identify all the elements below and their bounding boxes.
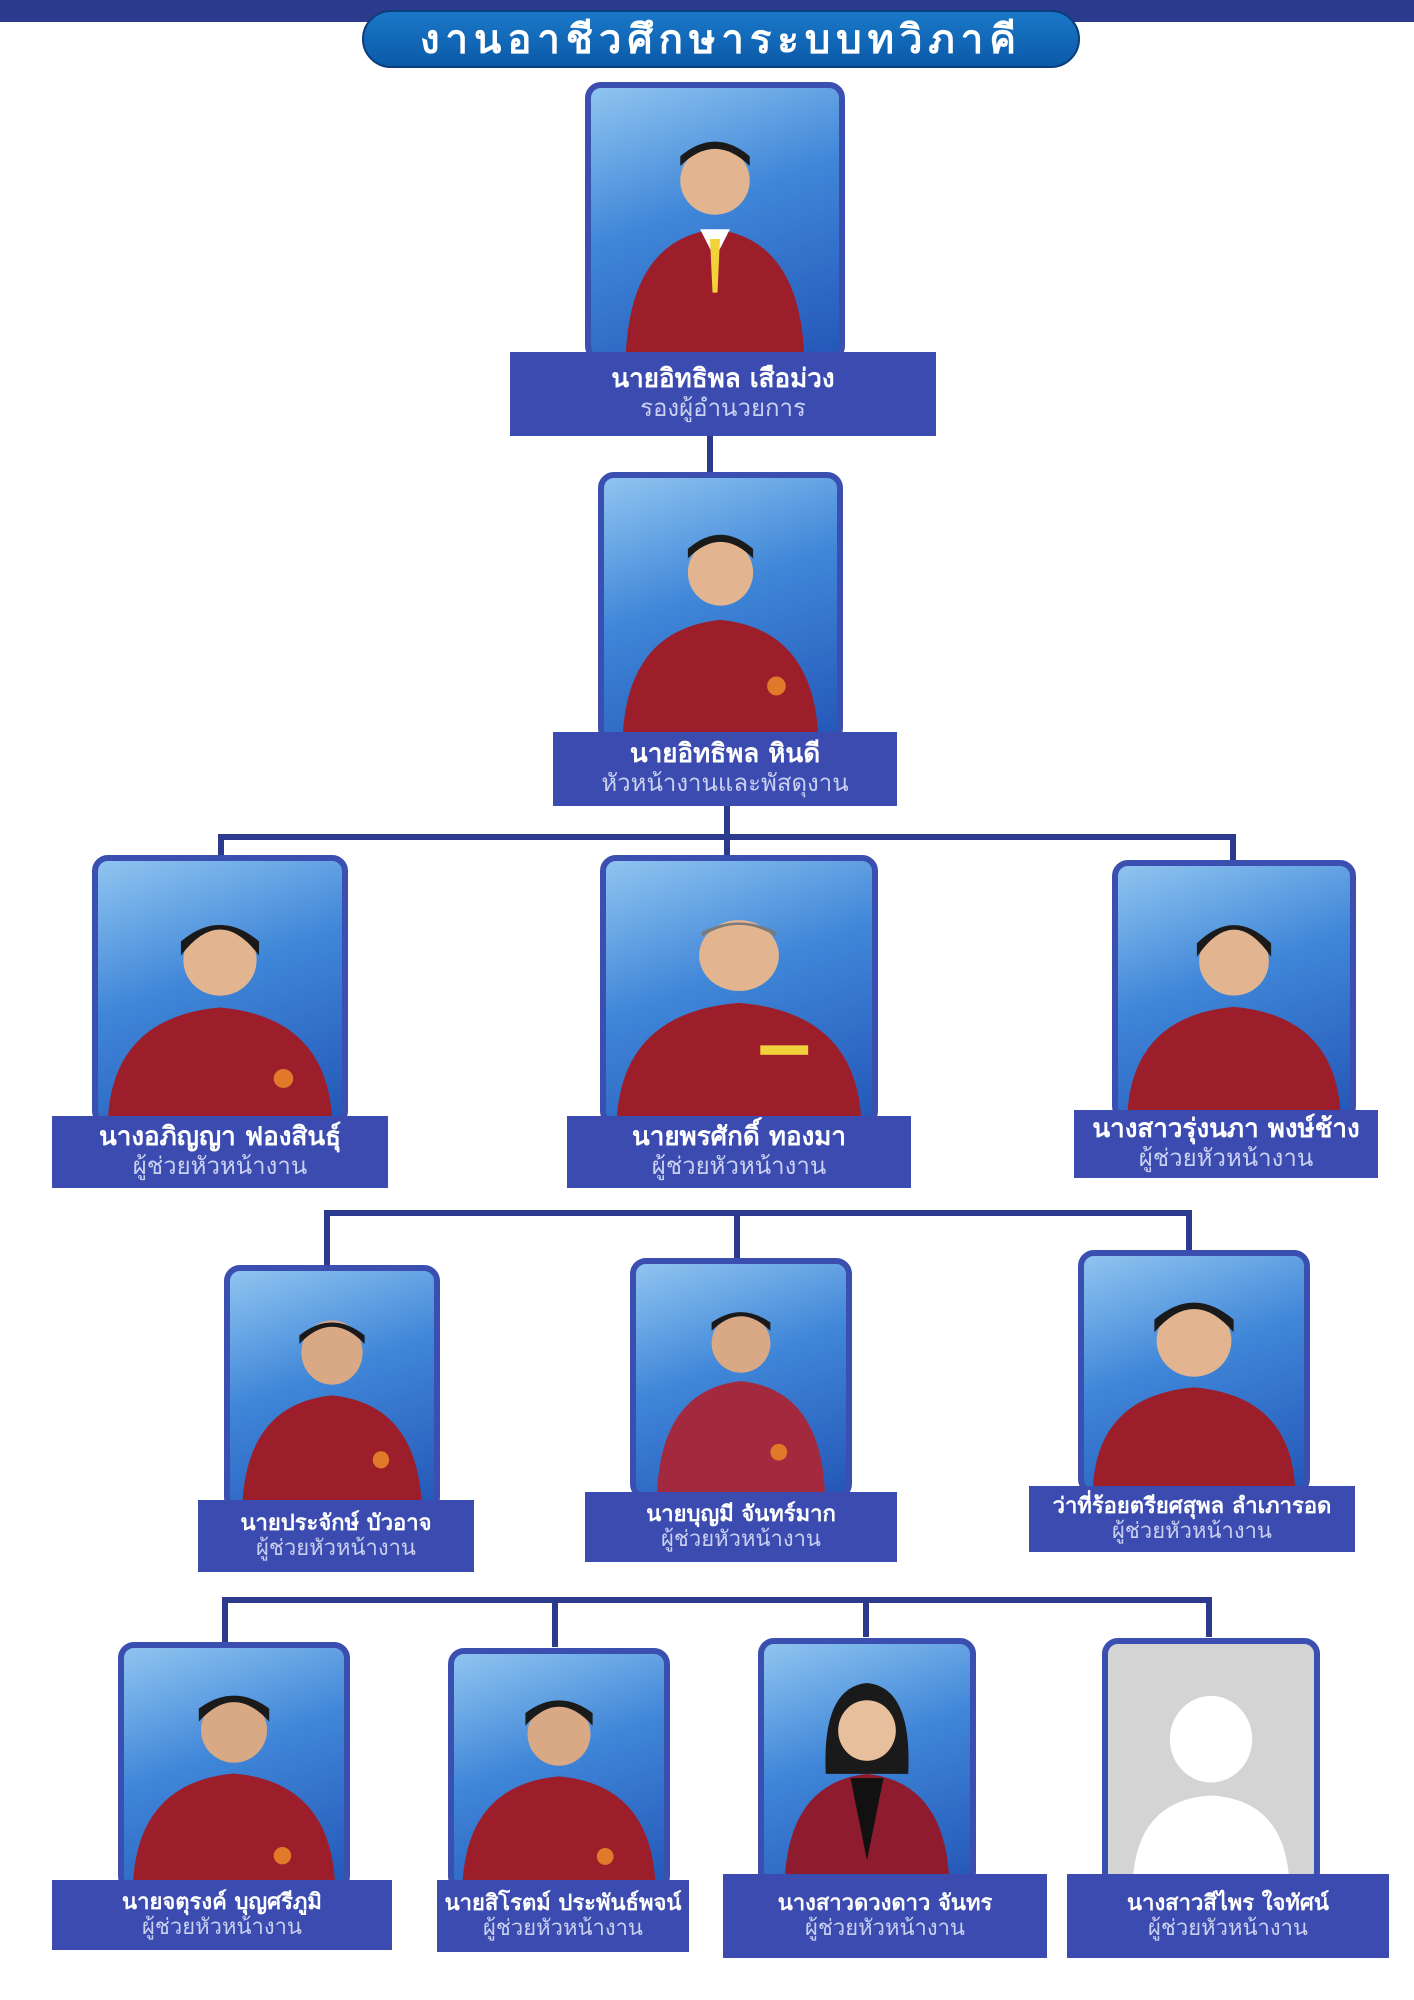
person-name: นายบุญมี จันทร์มาก <box>646 1501 836 1527</box>
name-card: นายพรศักดิ์ ทองมา ผู้ช่วยหัวหน้างาน <box>567 1116 911 1188</box>
connector-line <box>1230 834 1236 864</box>
connector-line <box>724 834 730 856</box>
person-name: นายพรศักดิ์ ทองมา <box>631 1122 847 1153</box>
person-name: นายจตุรงค์ บุญศรีภูมิ <box>122 1889 322 1915</box>
connector-line <box>863 1597 869 1637</box>
person-role: หัวหน้างานและพัสดุงาน <box>601 769 849 798</box>
person-photo <box>448 1648 670 1892</box>
person-photo <box>758 1638 976 1888</box>
connector-line <box>552 1597 558 1647</box>
person-role: ผู้ช่วยหัวหน้างาน <box>142 1915 302 1940</box>
name-card: นายอิทธิพล เสือม่วง รองผู้อำนวยการ <box>510 352 936 436</box>
connector-line <box>218 834 224 856</box>
person-photo <box>1112 860 1356 1122</box>
person-photo <box>1078 1250 1310 1495</box>
person-name: นางสาวสีไพร ใจทัศน์ <box>1127 1890 1329 1916</box>
person-photo <box>92 855 348 1127</box>
name-card: นางสาวสีไพร ใจทัศน์ ผู้ช่วยหัวหน้างาน <box>1067 1874 1389 1958</box>
person-name: นางสาวดวงดาว จันทร <box>777 1890 993 1916</box>
person-photo <box>598 472 843 744</box>
person-role: ผู้ช่วยหัวหน้างาน <box>1138 1144 1314 1173</box>
person-name: นายอิทธิพล เสือม่วง <box>611 364 835 395</box>
person-role: ผู้ช่วยหัวหน้างาน <box>661 1527 821 1552</box>
name-card: นายประจักษ์ บัวอาจ ผู้ช่วยหัวหน้างาน <box>198 1500 474 1572</box>
person-name: ว่าที่ร้อยตรียศสุพล ลำเภารอด <box>1052 1493 1332 1519</box>
person-photo <box>600 855 878 1127</box>
person-photo <box>630 1258 852 1500</box>
name-card: นางสาวดวงดาว จันทร ผู้ช่วยหัวหน้างาน <box>723 1874 1047 1958</box>
person-role: ผู้ช่วยหัวหน้างาน <box>805 1916 965 1941</box>
person-role: ผู้ช่วยหัวหน้างาน <box>1112 1519 1272 1544</box>
person-name: นายสิโรตม์ ประพันธ์พจน์ <box>444 1890 682 1916</box>
connector-line <box>222 1597 228 1642</box>
name-card: นางสาวรุ่งนภา พงษ์ช้าง ผู้ช่วยหัวหน้างาน <box>1074 1110 1378 1178</box>
connector-line <box>734 1210 740 1260</box>
person-name: นางสาวรุ่งนภา พงษ์ช้าง <box>1092 1114 1360 1145</box>
connector-line <box>324 1210 330 1265</box>
name-card: นายบุญมี จันทร์มาก ผู้ช่วยหัวหน้างาน <box>585 1492 897 1562</box>
name-card: นายอิทธิพล หินดี หัวหน้างานและพัสดุงาน <box>553 732 897 806</box>
person-role: รองผู้อำนวยการ <box>640 394 806 423</box>
person-name: นายอิทธิพล หินดี <box>629 739 821 770</box>
name-card: นายจตุรงค์ บุญศรีภูมิ ผู้ช่วยหัวหน้างาน <box>52 1880 392 1950</box>
avatar-placeholder <box>1102 1638 1320 1888</box>
person-photo <box>118 1642 350 1892</box>
name-card: นางอภิญญา ฟองสินธุ์ ผู้ช่วยหัวหน้างาน <box>52 1116 388 1188</box>
connector-line <box>724 804 730 834</box>
person-name: นายประจักษ์ บัวอาจ <box>240 1510 432 1536</box>
person-photo <box>585 82 845 362</box>
person-role: ผู้ช่วยหัวหน้างาน <box>483 1916 643 1941</box>
name-card: ว่าที่ร้อยตรียศสุพล ลำเภารอด ผู้ช่วยหัวห… <box>1029 1486 1355 1552</box>
person-role: ผู้ช่วยหัวหน้างาน <box>132 1152 308 1181</box>
name-card: นายสิโรตม์ ประพันธ์พจน์ ผู้ช่วยหัวหน้างา… <box>437 1880 689 1952</box>
person-role: ผู้ช่วยหัวหน้างาน <box>1148 1916 1308 1941</box>
person-role: ผู้ช่วยหัวหน้างาน <box>256 1536 416 1561</box>
connector-line <box>1186 1210 1192 1250</box>
person-photo <box>224 1265 440 1513</box>
connector-line <box>324 1210 1192 1216</box>
page-title: งานอาชีวศึกษาระบบทวิภาคี <box>362 10 1080 68</box>
connector-line <box>222 1597 1212 1603</box>
person-name: นางอภิญญา ฟองสินธุ์ <box>98 1122 341 1153</box>
person-role: ผู้ช่วยหัวหน้างาน <box>651 1152 827 1181</box>
connector-line <box>707 433 713 475</box>
connector-line <box>1206 1597 1212 1637</box>
